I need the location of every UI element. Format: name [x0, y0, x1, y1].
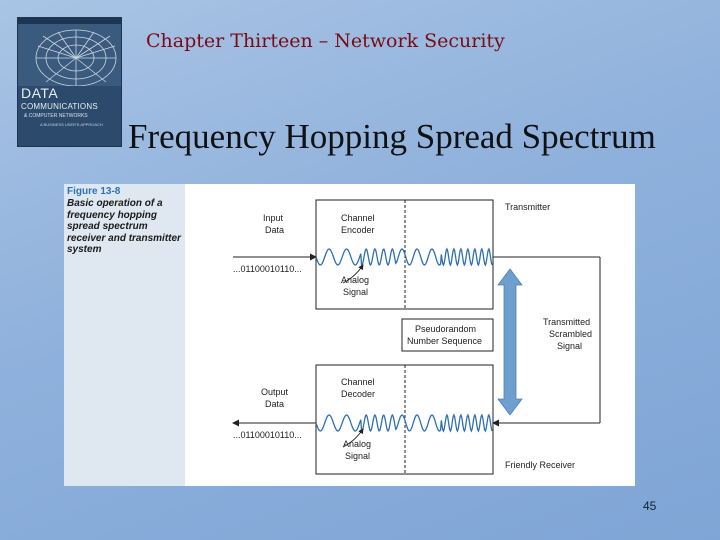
- cover-title-communications: COMMUNICATIONS: [21, 102, 98, 111]
- sync-double-arrow: [497, 268, 523, 416]
- chapter-title: Chapter Thirteen – Network Security: [146, 30, 505, 52]
- label-output: Output: [261, 387, 289, 397]
- analog-signal-wave-top: [315, 247, 493, 267]
- page-number: 45: [643, 499, 657, 513]
- figure-number: Figure 13-8: [67, 186, 121, 197]
- fhss-diagram: Input Data Channel Encoder Transmitter .…: [232, 199, 601, 475]
- cover-top-band: [18, 18, 121, 26]
- cover-title-data: DATA: [21, 85, 59, 101]
- label-pseudorandom: Pseudorandom: [415, 324, 476, 334]
- figure-caption: Basic operation of a frequency hopping s…: [67, 198, 181, 256]
- pseudorandom-box: [401, 318, 494, 352]
- cover-title-networks: & COMPUTER NETWORKS: [24, 113, 88, 119]
- label-bits-bottom: ...01100010110...: [233, 430, 302, 440]
- label-channel-encoder: Channel: [341, 213, 375, 223]
- label-signal-top: Signal: [343, 287, 368, 297]
- label-bits-top: ...01100010110...: [233, 264, 302, 274]
- analog-pointer-bottom: [342, 428, 364, 448]
- label-analog-bottom: Analog: [343, 439, 371, 449]
- label-friendly-receiver: Friendly Receiver: [505, 460, 575, 470]
- analog-pointer-top: [342, 264, 364, 284]
- figure-caption-panel: Figure 13-8 Basic operation of a frequen…: [64, 184, 185, 486]
- analog-signal-wave-bottom: [315, 413, 493, 433]
- label-signal-bottom: Signal: [345, 451, 370, 461]
- cover-wheel-graphic: [18, 24, 121, 86]
- label-encoder: Encoder: [341, 225, 375, 235]
- label-input: Input: [263, 213, 284, 223]
- book-cover-image: DATA COMMUNICATIONS & COMPUTER NETWORKS …: [17, 17, 122, 147]
- label-signal-transmitted: Signal: [557, 341, 582, 351]
- cover-subtitle: A BUSINESS USER'S APPROACH: [40, 122, 103, 127]
- label-number-sequence: Number Sequence: [407, 336, 482, 346]
- label-transmitter: Transmitter: [505, 202, 550, 212]
- label-transmitted: Transmitted: [543, 317, 590, 327]
- label-analog-top: Analog: [341, 275, 369, 285]
- label-decoder: Decoder: [341, 389, 375, 399]
- label-output-data: Data: [265, 399, 284, 409]
- figure-panel: Figure 13-8 Basic operation of a frequen…: [64, 184, 635, 486]
- slide-heading: Frequency Hopping Spread Spectrum: [128, 117, 656, 156]
- label-input-data: Data: [265, 225, 284, 235]
- label-scrambled: Scrambled: [549, 329, 592, 339]
- label-channel-decoder: Channel: [341, 377, 375, 387]
